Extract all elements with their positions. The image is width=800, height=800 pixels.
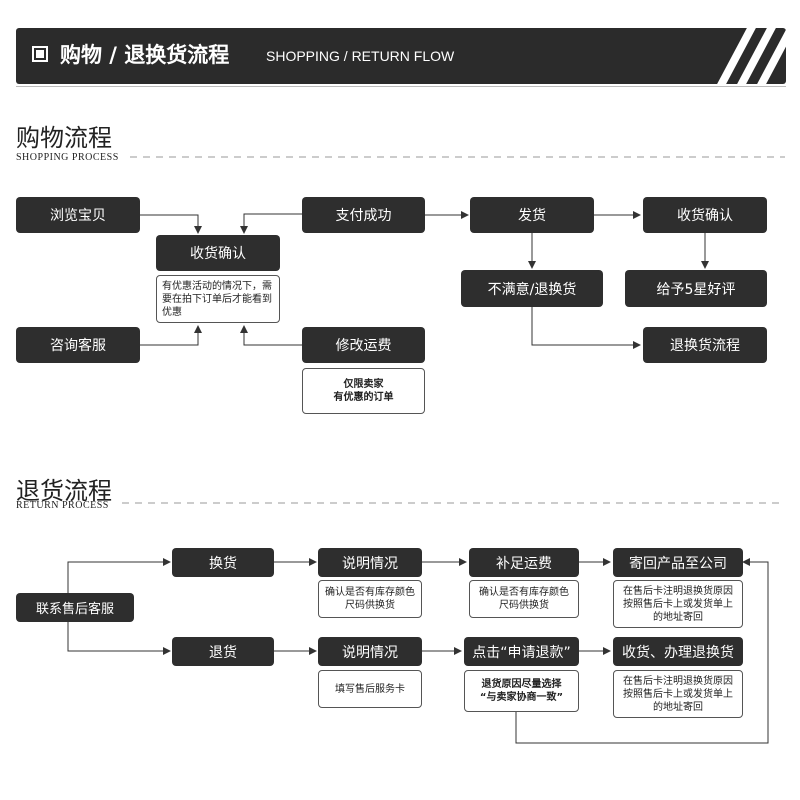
contact-service-node: 联系售后客服 — [16, 593, 134, 622]
seller-note: 仅限卖家 有优惠的订单 — [302, 368, 425, 414]
receive-process-note: 在售后卡注明退换货原因 按照售后卡上或发货单上 的地址寄回 — [613, 670, 743, 718]
ship-node: 发货 — [470, 197, 594, 233]
exchange-node: 换货 — [172, 548, 274, 577]
consult-node: 咨询客服 — [16, 327, 140, 363]
five-star-node: 给予5星好评 — [625, 270, 767, 307]
send-back-note: 在售后卡注明退换货原因 按照售后卡上或发货单上 的地址寄回 — [613, 580, 743, 628]
banner-subtitle: SHOPPING / RETURN FLOW — [266, 48, 455, 64]
receive-process-node: 收货、办理退换货 — [613, 637, 743, 666]
pay-success-node: 支付成功 — [302, 197, 425, 233]
explain-exchange-node: 说明情况 — [318, 548, 422, 577]
refund-node: 退货 — [172, 637, 274, 666]
confirm-receipt-node: 收货确认 — [156, 235, 280, 271]
modify-shipping-node: 修改运费 — [302, 327, 425, 363]
dissatisfied-node: 不满意/退换货 — [461, 270, 603, 307]
explain-exchange-note: 确认是否有库存颜色 尺码供换货 — [318, 580, 422, 618]
supplement-shipping-node: 补足运费 — [469, 548, 579, 577]
promo-note: 有优惠活动的情况下，需 要在拍下订单后才能看到 优惠 — [156, 275, 280, 323]
supplement-shipping-note: 确认是否有库存颜色 尺码供换货 — [469, 580, 579, 618]
browse-node: 浏览宝贝 — [16, 197, 140, 233]
square-icon — [32, 46, 48, 62]
shopping-section-title: 购物流程 — [16, 124, 112, 152]
returns-section-subtitle: RETURN PROCESS — [16, 500, 109, 511]
banner-title: 购物 / 退换货流程 — [60, 43, 230, 67]
apply-refund-node: 点击“申请退款” — [464, 637, 579, 666]
header-banner: 购物 / 退换货流程 SHOPPING / RETURN FLOW — [16, 28, 796, 84]
explain-refund-note: 填写售后服务卡 — [318, 670, 422, 708]
banner-underline — [16, 86, 786, 87]
return-flow-node: 退换货流程 — [643, 327, 767, 363]
shopping-section-subtitle: SHOPPING PROCESS — [16, 152, 119, 163]
apply-refund-note: 退货原因尽量选择 “与卖家协商一致” — [464, 670, 579, 712]
send-back-node: 寄回产品至公司 — [613, 548, 743, 577]
receipt-confirm-node: 收货确认 — [643, 197, 767, 233]
explain-refund-node: 说明情况 — [318, 637, 422, 666]
returns-section-title: 退货流程 — [16, 477, 112, 505]
